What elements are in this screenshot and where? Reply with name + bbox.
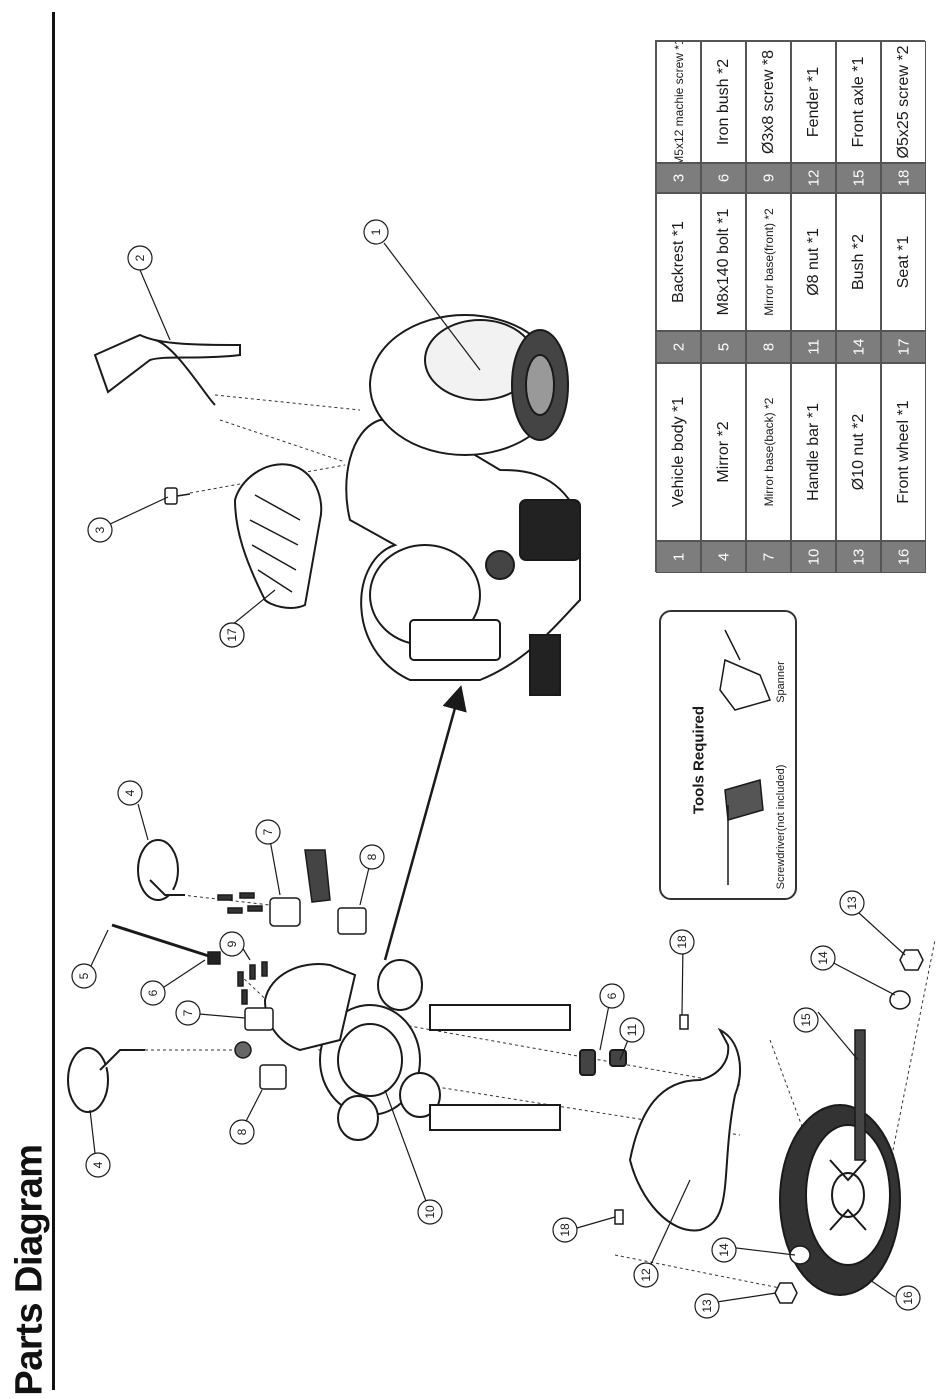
table-cell-number: 8 — [746, 331, 791, 363]
tool-illustrations — [719, 629, 772, 885]
table-cell-name: Bush *2 — [836, 193, 881, 331]
tools-heading: Tools Required — [690, 705, 708, 815]
callout-11: 11 — [625, 1023, 639, 1036]
leader-lines — [89, 242, 906, 1304]
table-cell-name: Mirror base(back) *2 — [746, 363, 791, 541]
axle-nuts-bushes — [774, 949, 924, 1304]
callout-3: 3 — [93, 526, 107, 533]
small-hardware-illustrations — [111, 849, 689, 1225]
parts-table: 1 Vehicle body *1 2 Backrest *1 3 M5x12 … — [655, 40, 926, 573]
table-cell-name: Mirror base(front) *2 — [746, 193, 791, 331]
table-cell-name: Ø5x25 screw *2 — [881, 41, 926, 163]
table-cell-number: 5 — [701, 331, 746, 363]
callout-4b: 4 — [91, 1161, 105, 1168]
callout-circles — [71, 219, 921, 1319]
callout-13b: 13 — [700, 1299, 714, 1313]
table-cell-name: Iron bush *2 — [701, 41, 746, 163]
callout-12: 12 — [639, 1268, 653, 1282]
table-cell-name: Ø10 nut *2 — [836, 363, 881, 541]
table-cell-name: M8x140 bolt *1 — [701, 193, 746, 331]
table-cell-number: 11 — [791, 331, 836, 363]
table-cell-number: 7 — [746, 541, 791, 573]
table-cell-number: 1 — [656, 541, 701, 573]
handlebar-illustration — [263, 959, 627, 1141]
table-cell-name: Front axle *1 — [836, 41, 881, 163]
table-cell-number: 13 — [836, 541, 881, 573]
table-cell-number: 10 — [791, 541, 836, 573]
callout-2: 2 — [133, 254, 147, 261]
table-cell-name: Handle bar *1 — [791, 363, 836, 541]
callout-14b: 14 — [717, 1243, 731, 1257]
screwdriver-label: Screwdriver(not included) — [775, 764, 787, 890]
callout-18a: 18 — [675, 935, 689, 949]
table-cell-number: 9 — [746, 163, 791, 193]
table-cell-number: 2 — [656, 331, 701, 363]
table-cell-number: 17 — [881, 331, 926, 363]
callout-18b: 18 — [558, 1223, 572, 1237]
table-cell-name: Ø3x8 screw *8 — [746, 41, 791, 163]
assembly-arrow — [383, 685, 467, 961]
spanner-label: Spanner — [775, 661, 787, 703]
table-cell-number: 14 — [836, 331, 881, 363]
callout-5: 5 — [77, 972, 91, 979]
table-cell-number: 6 — [701, 163, 746, 193]
table-cell-name: Vehicle body *1 — [656, 363, 701, 541]
title-bar: Parts Diagram — [0, 0, 60, 1399]
callout-7a: 7 — [261, 828, 275, 835]
seat-illustration — [233, 463, 323, 609]
table-cell-name: Seat *1 — [881, 193, 926, 331]
table-cell-name: Backrest *1 — [656, 193, 701, 331]
callout-8b: 8 — [235, 1128, 249, 1135]
callout-17: 17 — [225, 628, 239, 642]
table-cell-name: Front wheel *1 — [881, 363, 926, 541]
table-cell-name: M5x12 machie screw *1 — [656, 41, 701, 163]
table-cell-number: 12 — [791, 163, 836, 193]
table-cell-number: 4 — [701, 541, 746, 573]
vehicle-body-illustration — [345, 314, 581, 696]
backrest-illustration — [93, 333, 241, 406]
table-cell-name: Ø8 nut *1 — [791, 193, 836, 331]
callout-1: 1 — [369, 228, 383, 235]
title-rule — [52, 12, 55, 1390]
table-cell-number: 3 — [656, 163, 701, 193]
callout-labels: 1 2 3 4 4 5 6 6 7 7 8 8 9 10 11 12 13 13… — [77, 228, 915, 1312]
callout-4a: 4 — [123, 789, 137, 796]
fender-illustration — [628, 1027, 741, 1232]
callout-10: 10 — [423, 1205, 437, 1219]
callout-15: 15 — [799, 1013, 813, 1027]
callout-8a: 8 — [365, 853, 379, 860]
callout-6b: 6 — [605, 992, 619, 999]
table-cell-number: 16 — [881, 541, 926, 573]
callout-6a: 6 — [146, 989, 160, 996]
callout-14a: 14 — [816, 951, 830, 965]
table-cell-name: Mirror *2 — [701, 363, 746, 541]
callout-9: 9 — [225, 940, 239, 947]
table-cell-number: 15 — [836, 163, 881, 193]
callout-13a: 13 — [845, 896, 859, 910]
table-cell-name: Fender *1 — [791, 41, 836, 163]
mirror-illustrations — [67, 839, 185, 1113]
table-cell-number: 18 — [881, 163, 926, 193]
front-wheel-illustration — [779, 1104, 901, 1296]
tools-required-box: Tools Required Screwdriver(not included)… — [659, 610, 797, 900]
screw-3-illustration — [164, 487, 191, 505]
callout-7b: 7 — [181, 1009, 195, 1016]
callout-16: 16 — [901, 1291, 915, 1305]
